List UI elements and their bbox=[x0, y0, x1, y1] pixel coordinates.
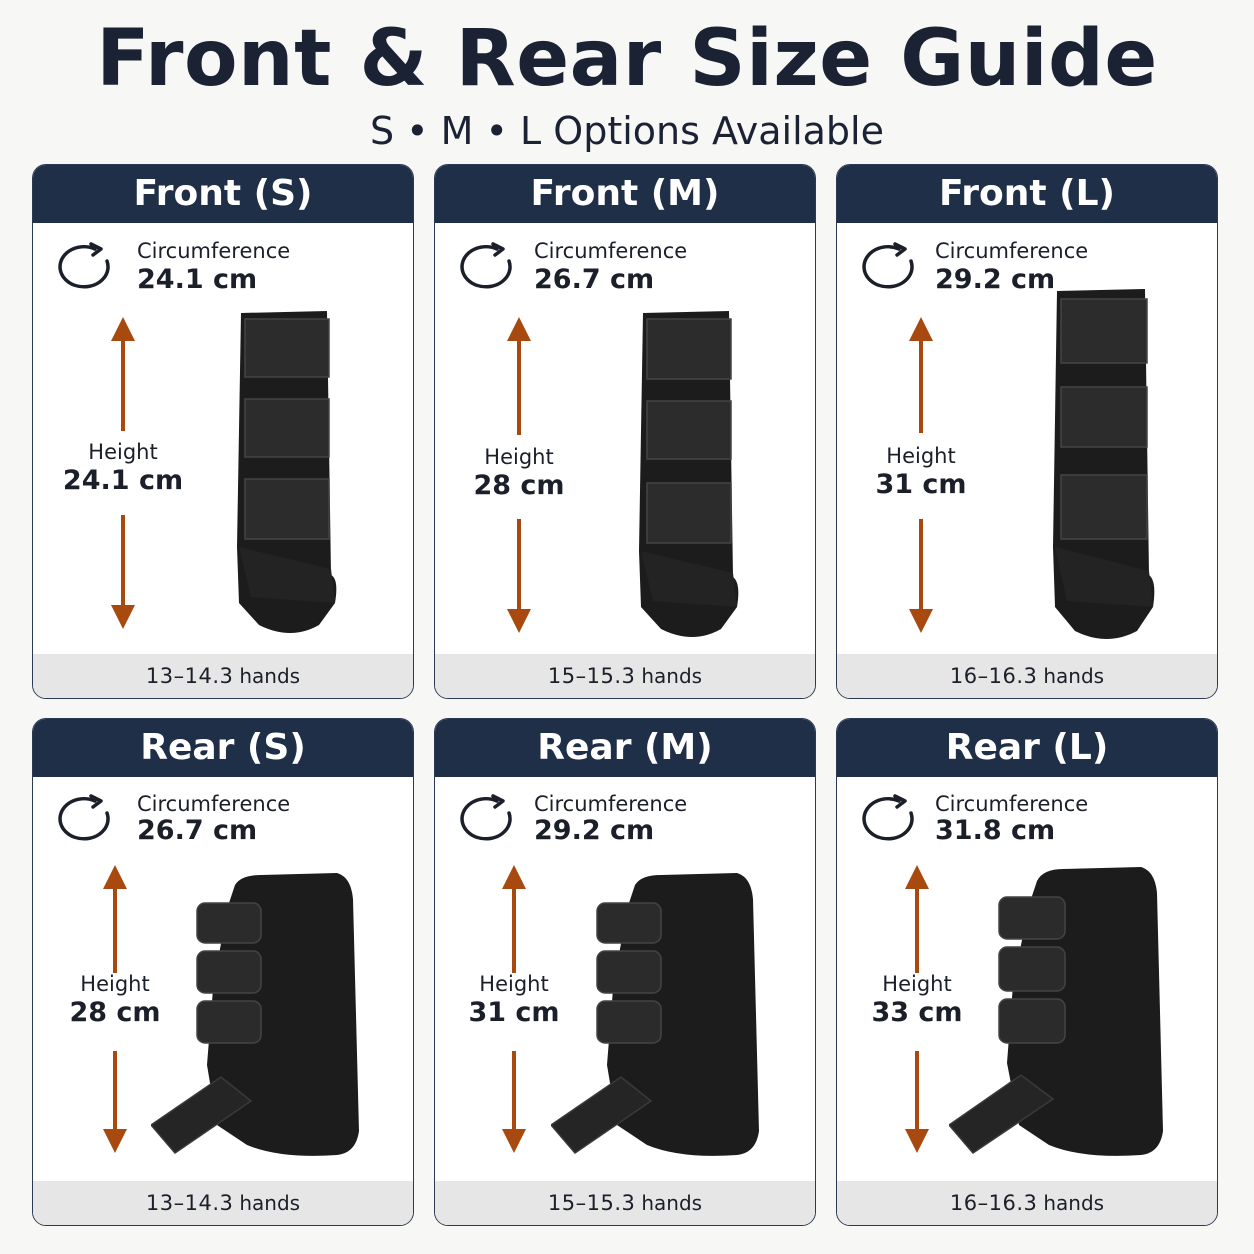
double-arrow-vertical-icon bbox=[111, 317, 135, 629]
rear-boot-image bbox=[151, 873, 359, 1156]
circumference-value: 29.2 cm bbox=[534, 815, 655, 846]
rear-boot-image bbox=[949, 867, 1163, 1156]
height-label: Height bbox=[479, 972, 549, 996]
front-boot-image bbox=[639, 311, 739, 637]
hands-unit: hands bbox=[641, 1191, 703, 1215]
circular-arrow-icon bbox=[460, 242, 512, 289]
hands-value: 15–15.3 bbox=[547, 1191, 636, 1215]
double-arrow-vertical-icon bbox=[905, 865, 929, 1153]
height-value: 33 cm bbox=[871, 997, 963, 1028]
double-arrow-vertical-icon bbox=[502, 865, 526, 1153]
circular-arrow-icon bbox=[862, 242, 914, 289]
size-card-front-l: Front (L) Circumference 29.2 cm Height 3… bbox=[836, 164, 1218, 699]
card-title: Rear (M) bbox=[435, 719, 815, 777]
circular-arrow-icon bbox=[58, 242, 110, 289]
hands-value: 16–16.3 bbox=[949, 664, 1038, 688]
card-title: Front (M) bbox=[435, 165, 815, 223]
size-card-rear-s: Rear (S) Circumference 26.7 cm Height 28… bbox=[32, 718, 414, 1226]
hands-unit: hands bbox=[1043, 664, 1105, 688]
card-title: Front (L) bbox=[837, 165, 1217, 223]
circumference-label: Circumference bbox=[534, 792, 688, 816]
hands-value: 16–16.3 bbox=[949, 1191, 1038, 1215]
height-readout: Height 28 cm bbox=[444, 444, 594, 502]
double-arrow-vertical-icon bbox=[507, 317, 531, 633]
size-card-front-m: Front (M) Circumference 26.7 cm Height 2… bbox=[434, 164, 816, 699]
hands-unit: hands bbox=[239, 1191, 301, 1215]
card-title: Front (S) bbox=[33, 165, 413, 223]
circular-arrow-icon bbox=[460, 794, 512, 841]
height-value: 28 cm bbox=[473, 470, 565, 501]
hands-unit: hands bbox=[239, 664, 301, 688]
hands-value: 13–14.3 bbox=[145, 1191, 234, 1215]
height-readout: Height 24.1 cm bbox=[48, 439, 198, 497]
size-card-front-s: Front (S) Circumference 24.1 cm Height 2… bbox=[32, 164, 414, 699]
circular-arrow-icon bbox=[862, 794, 914, 841]
front-boot-image bbox=[237, 311, 337, 633]
page-subtitle: S • M • L Options Available bbox=[369, 109, 884, 153]
circumference-label: Circumference bbox=[935, 792, 1089, 816]
circular-arrow-icon bbox=[58, 794, 110, 841]
height-readout: Height 31 cm bbox=[846, 443, 996, 501]
height-value: 28 cm bbox=[69, 997, 161, 1028]
height-label: Height bbox=[882, 972, 952, 996]
height-label: Height bbox=[88, 440, 158, 464]
circumference-label: Circumference bbox=[534, 239, 688, 263]
size-card-rear-m: Rear (M) Circumference 29.2 cm Height 31… bbox=[434, 718, 816, 1226]
card-title: Rear (S) bbox=[33, 719, 413, 777]
hands-unit: hands bbox=[641, 664, 703, 688]
circumference-label: Circumference bbox=[137, 792, 291, 816]
height-label: Height bbox=[80, 972, 150, 996]
front-boot-image bbox=[1053, 289, 1155, 639]
hands-unit: hands bbox=[1043, 1191, 1105, 1215]
height-readout: Height 33 cm bbox=[842, 971, 992, 1029]
card-title: Rear (L) bbox=[837, 719, 1217, 777]
hands-value: 15–15.3 bbox=[547, 664, 636, 688]
circumference-value: 31.8 cm bbox=[935, 815, 1056, 846]
height-value: 31 cm bbox=[875, 469, 967, 500]
rear-boot-image bbox=[551, 873, 759, 1156]
hands-value: 13–14.3 bbox=[145, 664, 234, 688]
height-label: Height bbox=[484, 445, 554, 469]
size-card-rear-l: Rear (L) Circumference 31.8 cm Height 33… bbox=[836, 718, 1218, 1226]
circumference-value: 26.7 cm bbox=[137, 815, 258, 846]
circumference-value: 24.1 cm bbox=[137, 264, 258, 295]
circumference-value: 26.7 cm bbox=[534, 264, 655, 295]
height-readout: Height 28 cm bbox=[40, 971, 190, 1029]
height-label: Height bbox=[886, 444, 956, 468]
page-title: Front & Rear Size Guide bbox=[96, 14, 1158, 104]
height-value: 31 cm bbox=[468, 997, 560, 1028]
height-value: 24.1 cm bbox=[62, 465, 184, 496]
circumference-label: Circumference bbox=[935, 239, 1089, 263]
circumference-label: Circumference bbox=[137, 239, 291, 263]
circumference-value: 29.2 cm bbox=[935, 264, 1056, 295]
double-arrow-vertical-icon bbox=[103, 865, 127, 1153]
double-arrow-vertical-icon bbox=[909, 317, 933, 633]
height-readout: Height 31 cm bbox=[439, 971, 589, 1029]
